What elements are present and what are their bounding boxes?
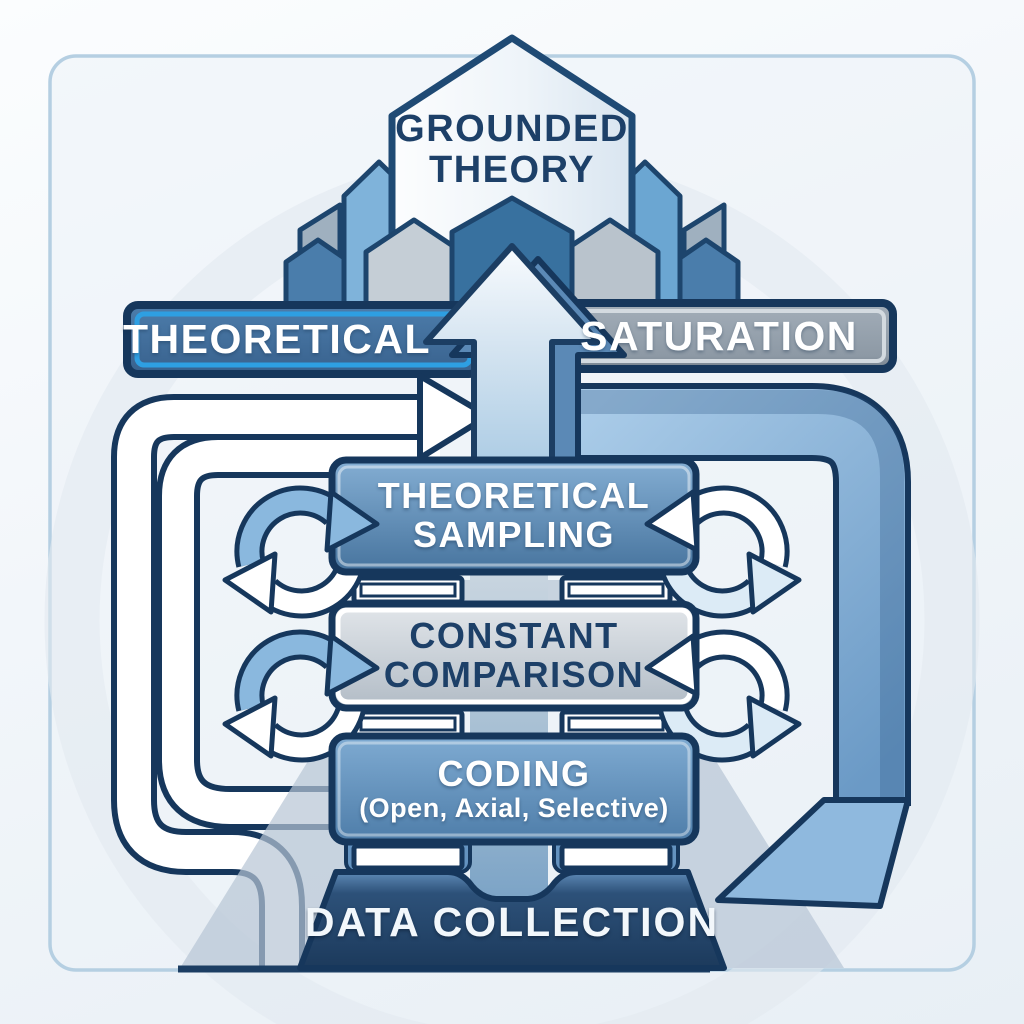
- base-label: DATA COLLECTION: [304, 898, 720, 945]
- box2-line2: COMPARISON: [383, 654, 645, 695]
- banner-right-label: SATURATION: [580, 312, 858, 359]
- banner-theoretical: THEORETICAL: [123, 305, 430, 374]
- diagram-title: GROUNDED THEORY: [372, 100, 652, 200]
- label-data-collection: DATA COLLECTION: [300, 882, 724, 962]
- box-coding: [328, 732, 700, 846]
- banner-left-label: THEORETICAL: [122, 316, 432, 363]
- label-coding: CODING (Open, Axial, Selective): [332, 736, 696, 842]
- left-loop-arrowhead: [417, 373, 491, 461]
- right-loop-arrowhead: [715, 797, 911, 909]
- process-box-shapes: [328, 456, 700, 846]
- box-data-collection: [297, 869, 727, 971]
- banner-saturation: SATURATION: [545, 303, 893, 369]
- title-line2: THEORY: [429, 149, 595, 191]
- label-constant-comparison: CONSTANT COMPARISON: [332, 604, 696, 708]
- box3-line2: (Open, Axial, Selective): [359, 792, 669, 823]
- box2-line1: CONSTANT: [409, 615, 619, 657]
- box3-line1: CODING: [437, 752, 591, 794]
- right-loop-arrow: [548, 383, 911, 806]
- label-theoretical-sampling: THEORETICAL SAMPLING: [332, 460, 696, 572]
- box1-line1: THEORETICAL: [377, 475, 651, 517]
- title-line1: GROUNDED: [395, 107, 629, 150]
- box1-line2: SAMPLING: [412, 514, 615, 555]
- cycle-arrowheads: [222, 489, 802, 759]
